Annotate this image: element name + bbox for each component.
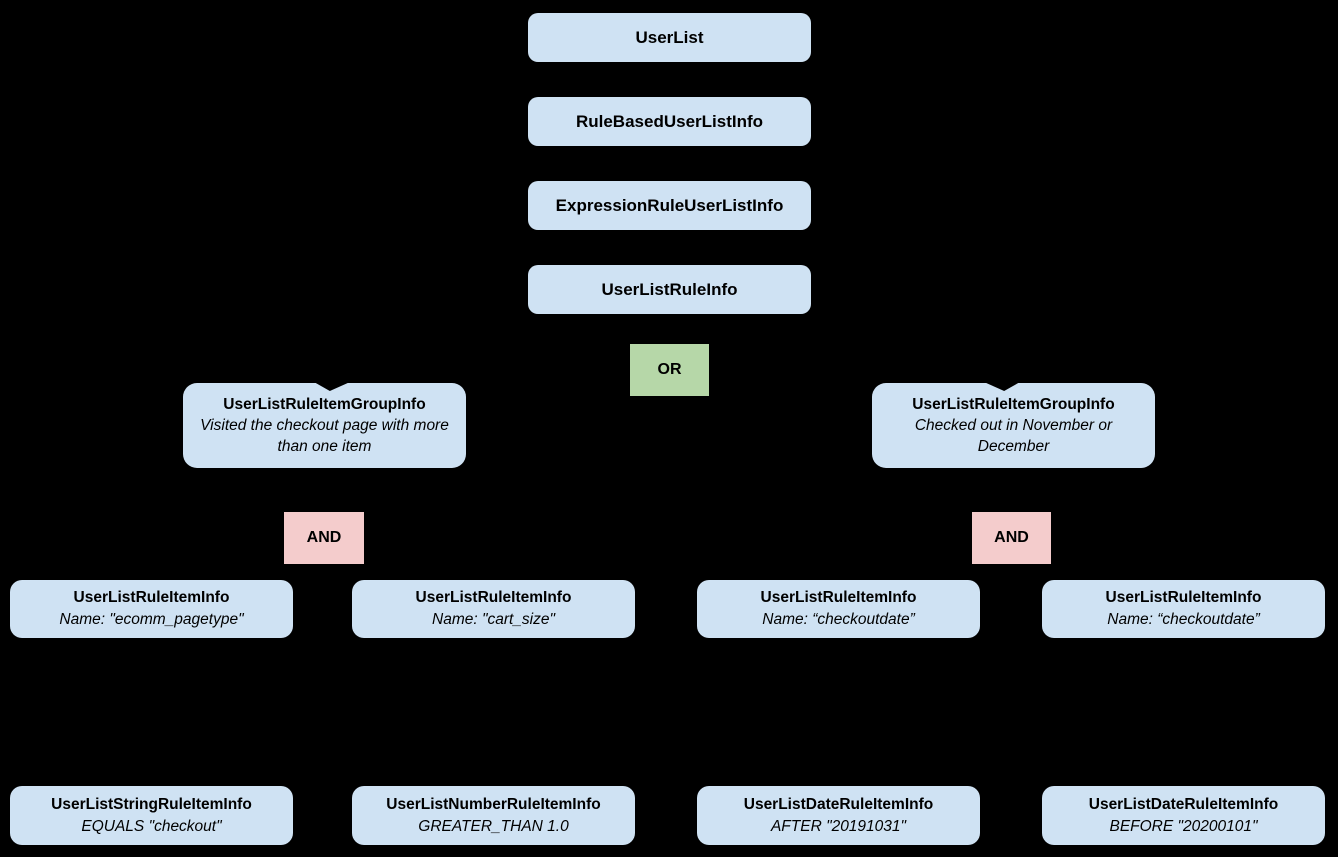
node-title: UserListDateRuleItemInfo xyxy=(1088,795,1279,813)
node-subtitle: GREATER_THAN 1.0 xyxy=(418,817,569,835)
and-operator-node-right: AND xyxy=(972,512,1051,564)
node-title: UserListRuleItemInfo xyxy=(73,589,230,606)
node-title: UserListStringRuleItemInfo xyxy=(51,795,252,813)
group-description: Checked out in November or December xyxy=(914,417,1113,455)
and-operator-node-left: AND xyxy=(284,512,364,564)
node-ruleitem-ecomm-pagetype: UserListRuleItemInfo Name: "ecomm_pagety… xyxy=(10,580,293,638)
node-numberruleitem: UserListNumberRuleItemInfo GREATER_THAN … xyxy=(352,786,635,845)
arrowhead-icon xyxy=(314,382,350,391)
node-ruleitem-checkoutdate-1: UserListRuleItemInfo Name: “checkoutdate… xyxy=(697,580,980,638)
node-title: UserListNumberRuleItemInfo xyxy=(386,795,601,813)
group-description: Visited the checkout page with more than… xyxy=(200,417,449,455)
node-label: UserList xyxy=(635,27,704,47)
node-title: UserListRuleItemInfo xyxy=(1105,589,1262,606)
node-subtitle: Name: "cart_size" xyxy=(432,611,555,628)
node-subtitle: Name: “checkoutdate” xyxy=(1107,611,1260,628)
node-expressionruleuserlistinfo: ExpressionRuleUserListInfo xyxy=(528,181,811,230)
node-userlistruleinfo: UserListRuleInfo xyxy=(528,265,811,314)
node-userlist: UserList xyxy=(528,13,811,62)
group-title: UserListRuleItemGroupInfo xyxy=(912,396,1115,413)
node-rulebaseduserlistinfo: RuleBasedUserListInfo xyxy=(528,97,811,146)
node-subtitle: Name: "ecomm_pagetype" xyxy=(59,611,244,628)
node-title: UserListRuleItemInfo xyxy=(760,589,917,606)
node-ruleitem-checkoutdate-2: UserListRuleItemInfo Name: “checkoutdate… xyxy=(1042,580,1325,638)
group-title: UserListRuleItemGroupInfo xyxy=(223,396,426,413)
node-dateruleitem-after: UserListDateRuleItemInfo AFTER "20191031… xyxy=(697,786,980,845)
node-ruleitemgroup-left: UserListRuleItemGroupInfo Visited the ch… xyxy=(183,383,466,468)
node-label: UserListRuleInfo xyxy=(601,279,738,299)
node-subtitle: AFTER "20191031" xyxy=(770,817,907,835)
node-ruleitemgroup-right: UserListRuleItemGroupInfo Checked out in… xyxy=(872,383,1155,468)
node-ruleitem-cart-size: UserListRuleItemInfo Name: "cart_size" xyxy=(352,580,635,638)
node-title: UserListRuleItemInfo xyxy=(415,589,572,606)
arrowhead-icon xyxy=(984,382,1020,391)
node-subtitle: Name: “checkoutdate” xyxy=(762,611,915,628)
or-operator-node: OR xyxy=(630,344,709,396)
node-subtitle: BEFORE "20200101" xyxy=(1109,817,1258,835)
node-dateruleitem-before: UserListDateRuleItemInfo BEFORE "2020010… xyxy=(1042,786,1325,845)
node-stringruleitem: UserListStringRuleItemInfo EQUALS "check… xyxy=(10,786,293,845)
or-label: OR xyxy=(657,361,682,378)
node-label: RuleBasedUserListInfo xyxy=(575,111,764,131)
and-label: AND xyxy=(306,529,342,546)
node-title: UserListDateRuleItemInfo xyxy=(743,795,934,813)
node-label: ExpressionRuleUserListInfo xyxy=(555,195,784,215)
node-subtitle: EQUALS "checkout" xyxy=(81,817,222,835)
and-label: AND xyxy=(994,529,1029,546)
